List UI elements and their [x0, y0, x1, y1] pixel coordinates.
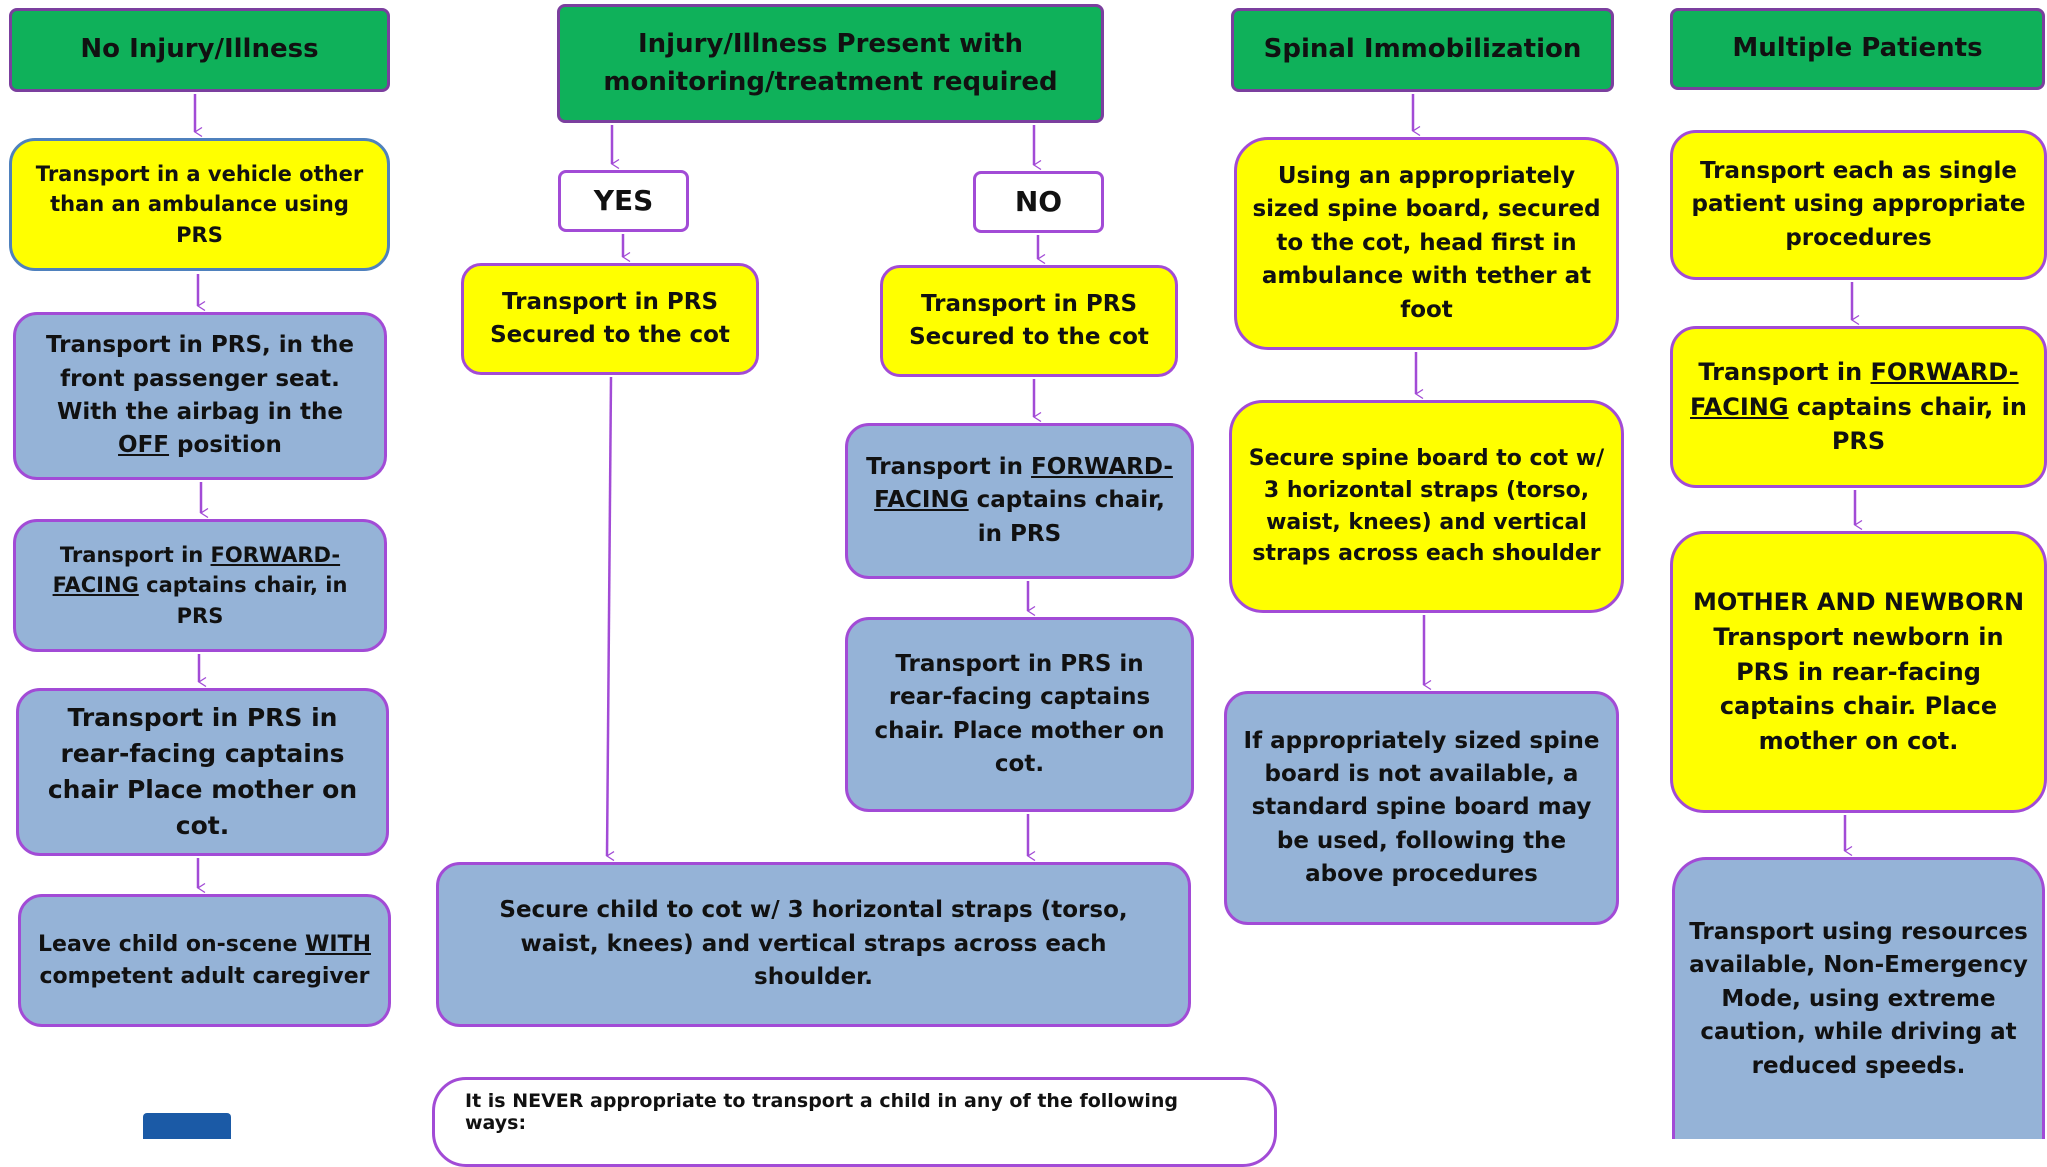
no-injury-forward-facing-box: Transport in FORWARD-FACING captains cha…: [13, 519, 387, 652]
no-injury-front-seat-box: Transport in PRS, in the front passenger…: [13, 312, 387, 480]
no-injury-rear-facing-box: Transport in PRS in rear-facing captains…: [16, 688, 389, 856]
mother-newborn-title: MOTHER AND NEWBORN: [1692, 588, 2025, 616]
injury-rear-facing-box: Transport in PRS in rear-facing captains…: [845, 617, 1194, 812]
mother-newborn-box: MOTHER AND NEWBORN Transport newborn in …: [1670, 531, 2047, 813]
header-no-injury: No Injury/Illness: [9, 8, 390, 92]
header-injury-present: Injury/Illness Present with monitoring/t…: [557, 4, 1104, 123]
multiple-single-patient-box: Transport each as single patient using a…: [1670, 130, 2047, 280]
header-spinal: Spinal Immobilization: [1231, 8, 1614, 92]
yes-branch-box: YES: [558, 170, 689, 232]
spinal-straps-box: Secure spine board to cot w/ 3 horizonta…: [1229, 400, 1624, 613]
leave-child-box: Leave child on-scene WITH competent adul…: [18, 894, 391, 1027]
injury-forward-facing-box: Transport in FORWARD-FACING captains cha…: [845, 423, 1194, 579]
spinal-standard-board-box: If appropriately sized spine board is no…: [1224, 691, 1619, 925]
no-injury-vehicle-box: Transport in a vehicle other than an amb…: [9, 138, 390, 271]
no-branch-box: NO: [973, 171, 1104, 233]
yes-secured-cot-box: Transport in PRS Secured to the cot: [461, 263, 759, 375]
arrow-c2-yes-long: [605, 376, 611, 856]
spinal-board-box: Using an appropriately sized spine board…: [1234, 137, 1619, 350]
never-appropriate-note: It is NEVER appropriate to transport a c…: [432, 1077, 1277, 1167]
multiple-resources-box: Transport using resources available, Non…: [1672, 857, 2045, 1139]
multiple-forward-facing-box: Transport in FORWARD-FACING captains cha…: [1670, 326, 2047, 488]
mother-newborn-body: Transport newborn in PRS in rear-facing …: [1713, 622, 2004, 756]
header-multiple-patients: Multiple Patients: [1670, 8, 2045, 90]
logo-icon: [143, 1113, 231, 1139]
header-no-injury-text: No Injury/Illness: [80, 34, 319, 65]
secure-child-box: Secure child to cot w/ 3 horizontal stra…: [436, 862, 1191, 1027]
no-secured-cot-box: Transport in PRS Secured to the cot: [880, 265, 1178, 377]
